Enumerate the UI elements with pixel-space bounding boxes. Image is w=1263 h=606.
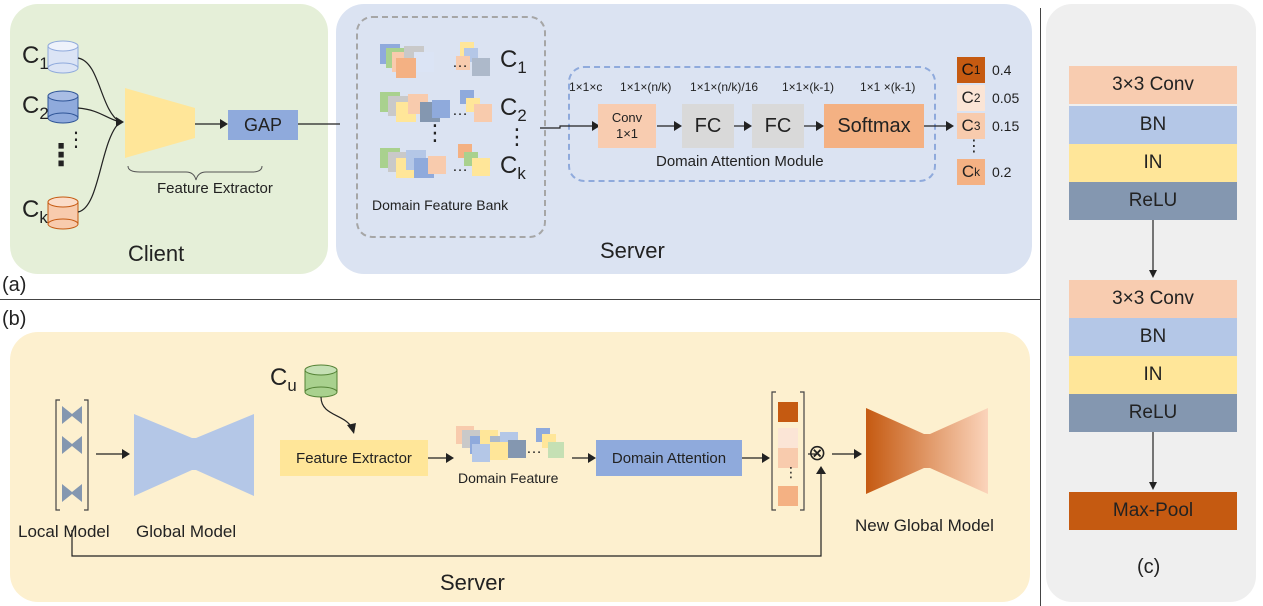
weight-vector-cell-3 <box>778 448 798 468</box>
block2-conv: 3×3 Conv <box>1069 280 1237 318</box>
local-model-icon-1 <box>62 406 82 424</box>
dim-1: 1×1×c <box>569 80 603 94</box>
panel-b-label: (b) <box>2 308 27 330</box>
panel-a-label: (a) <box>2 274 27 296</box>
block1-in: IN <box>1069 144 1237 182</box>
server-a-title: Server <box>600 238 665 263</box>
panel-b-diagram <box>55 364 988 557</box>
feature-row-1 <box>380 42 490 78</box>
dataset-c2-cylinder-icon <box>47 90 79 124</box>
domain-attention-box: Domain Attention <box>596 440 742 476</box>
maxpool-box: Max-Pool <box>1069 492 1237 530</box>
weight-c2-value: 0.05 <box>992 90 1020 106</box>
dataset-ck-label: Ck <box>22 196 48 227</box>
local-model-vdots: ⋮ <box>66 129 86 151</box>
global-model-label: Global Model <box>136 522 237 541</box>
divider-vertical <box>1040 8 1041 606</box>
local-model-icon-3 <box>62 484 82 502</box>
block2-relu: ReLU <box>1069 394 1237 432</box>
client-diagram <box>47 40 340 230</box>
block1-conv: 3×3 Conv <box>1069 66 1237 104</box>
bank-vdots-right: ⋮ <box>506 124 528 149</box>
bank-row-c1: C1 <box>500 46 527 77</box>
weight-c1-value: 0.4 <box>992 62 1012 78</box>
otimes-symbol: ⊗ <box>808 440 827 465</box>
block2-bn: BN <box>1069 318 1237 356</box>
local-model-icon-2 <box>62 436 82 454</box>
domain-feature-dots: … <box>526 440 542 457</box>
global-model-shape <box>134 414 254 496</box>
weight-vector-cell-1 <box>778 402 798 422</box>
attention-arrows <box>540 121 954 131</box>
gap-box: GAP <box>228 110 298 140</box>
fc1-box: FC <box>682 104 734 148</box>
domain-attention-module <box>568 66 936 182</box>
dataset-ck-cylinder-icon <box>47 196 79 230</box>
weights-vdots: ⋮ <box>966 138 982 155</box>
dim-2: 1×1×(n/k) <box>620 80 672 94</box>
domain-feature-label: Domain Feature <box>458 470 559 486</box>
dataset-cu-label: Cu <box>270 364 297 395</box>
new-global-model-label: New Global Model <box>855 516 994 535</box>
feature-bank-tiles <box>380 42 492 178</box>
bank-dots-1: … <box>452 54 468 71</box>
block2-in: IN <box>1069 356 1237 394</box>
dataset-c2-label: C2 <box>22 92 49 123</box>
domain-feature-bank <box>356 16 546 238</box>
conv1x1-box: Conv 1×1 <box>598 104 656 148</box>
local-model-label: Local Model <box>18 522 110 541</box>
server-b-title: Server <box>440 570 505 595</box>
bank-vdots-left: ⋮ <box>424 120 446 145</box>
block1-bn: BN <box>1069 106 1237 144</box>
feature-row-3 <box>380 144 490 178</box>
weight-vector-cell-4 <box>778 486 798 506</box>
bank-dots-3: … <box>452 158 468 175</box>
dataset-cu-cylinder-icon <box>304 364 338 398</box>
dim-5: 1×1 ×(k-1) <box>860 80 916 94</box>
panel-c-arrows <box>1149 220 1157 490</box>
new-global-model-shape <box>866 408 988 494</box>
bank-dots-2: … <box>452 102 468 119</box>
weight-vector-vdots: ⋮ <box>784 464 798 480</box>
softmax-box: Softmax <box>824 104 924 148</box>
dataset-c1-cylinder-icon <box>47 40 79 74</box>
feature-extractor-label: Feature Extractor <box>157 180 273 197</box>
bank-label: Domain Feature Bank <box>372 197 509 213</box>
feature-extractor-shape <box>125 88 195 158</box>
bank-row-c2: C2 <box>500 94 527 125</box>
weight-ck-value: 0.2 <box>992 164 1012 180</box>
bank-row-ck: Ck <box>500 152 526 183</box>
attention-module-label: Domain Attention Module <box>656 153 824 170</box>
block1-relu: ReLU <box>1069 182 1237 220</box>
divider-horizontal <box>0 299 1040 300</box>
panel-c-label: (c) <box>1137 556 1161 578</box>
fc2-box: FC <box>752 104 804 148</box>
dim-3: 1×1×(n/k)/16 <box>690 80 759 94</box>
weight-c3-value: 0.15 <box>992 118 1020 134</box>
feature-row-2 <box>380 90 492 122</box>
dim-4: 1×1×(k-1) <box>782 80 835 94</box>
domain-feature-tiles <box>456 426 564 462</box>
dataset-c1-label: C1 <box>22 42 49 73</box>
client-title: Client <box>128 241 185 266</box>
weight-vector-cell-2 <box>778 428 798 448</box>
feature-extractor-box: Feature Extractor <box>280 440 428 476</box>
datasets-vdots: ⋮ <box>46 139 76 172</box>
